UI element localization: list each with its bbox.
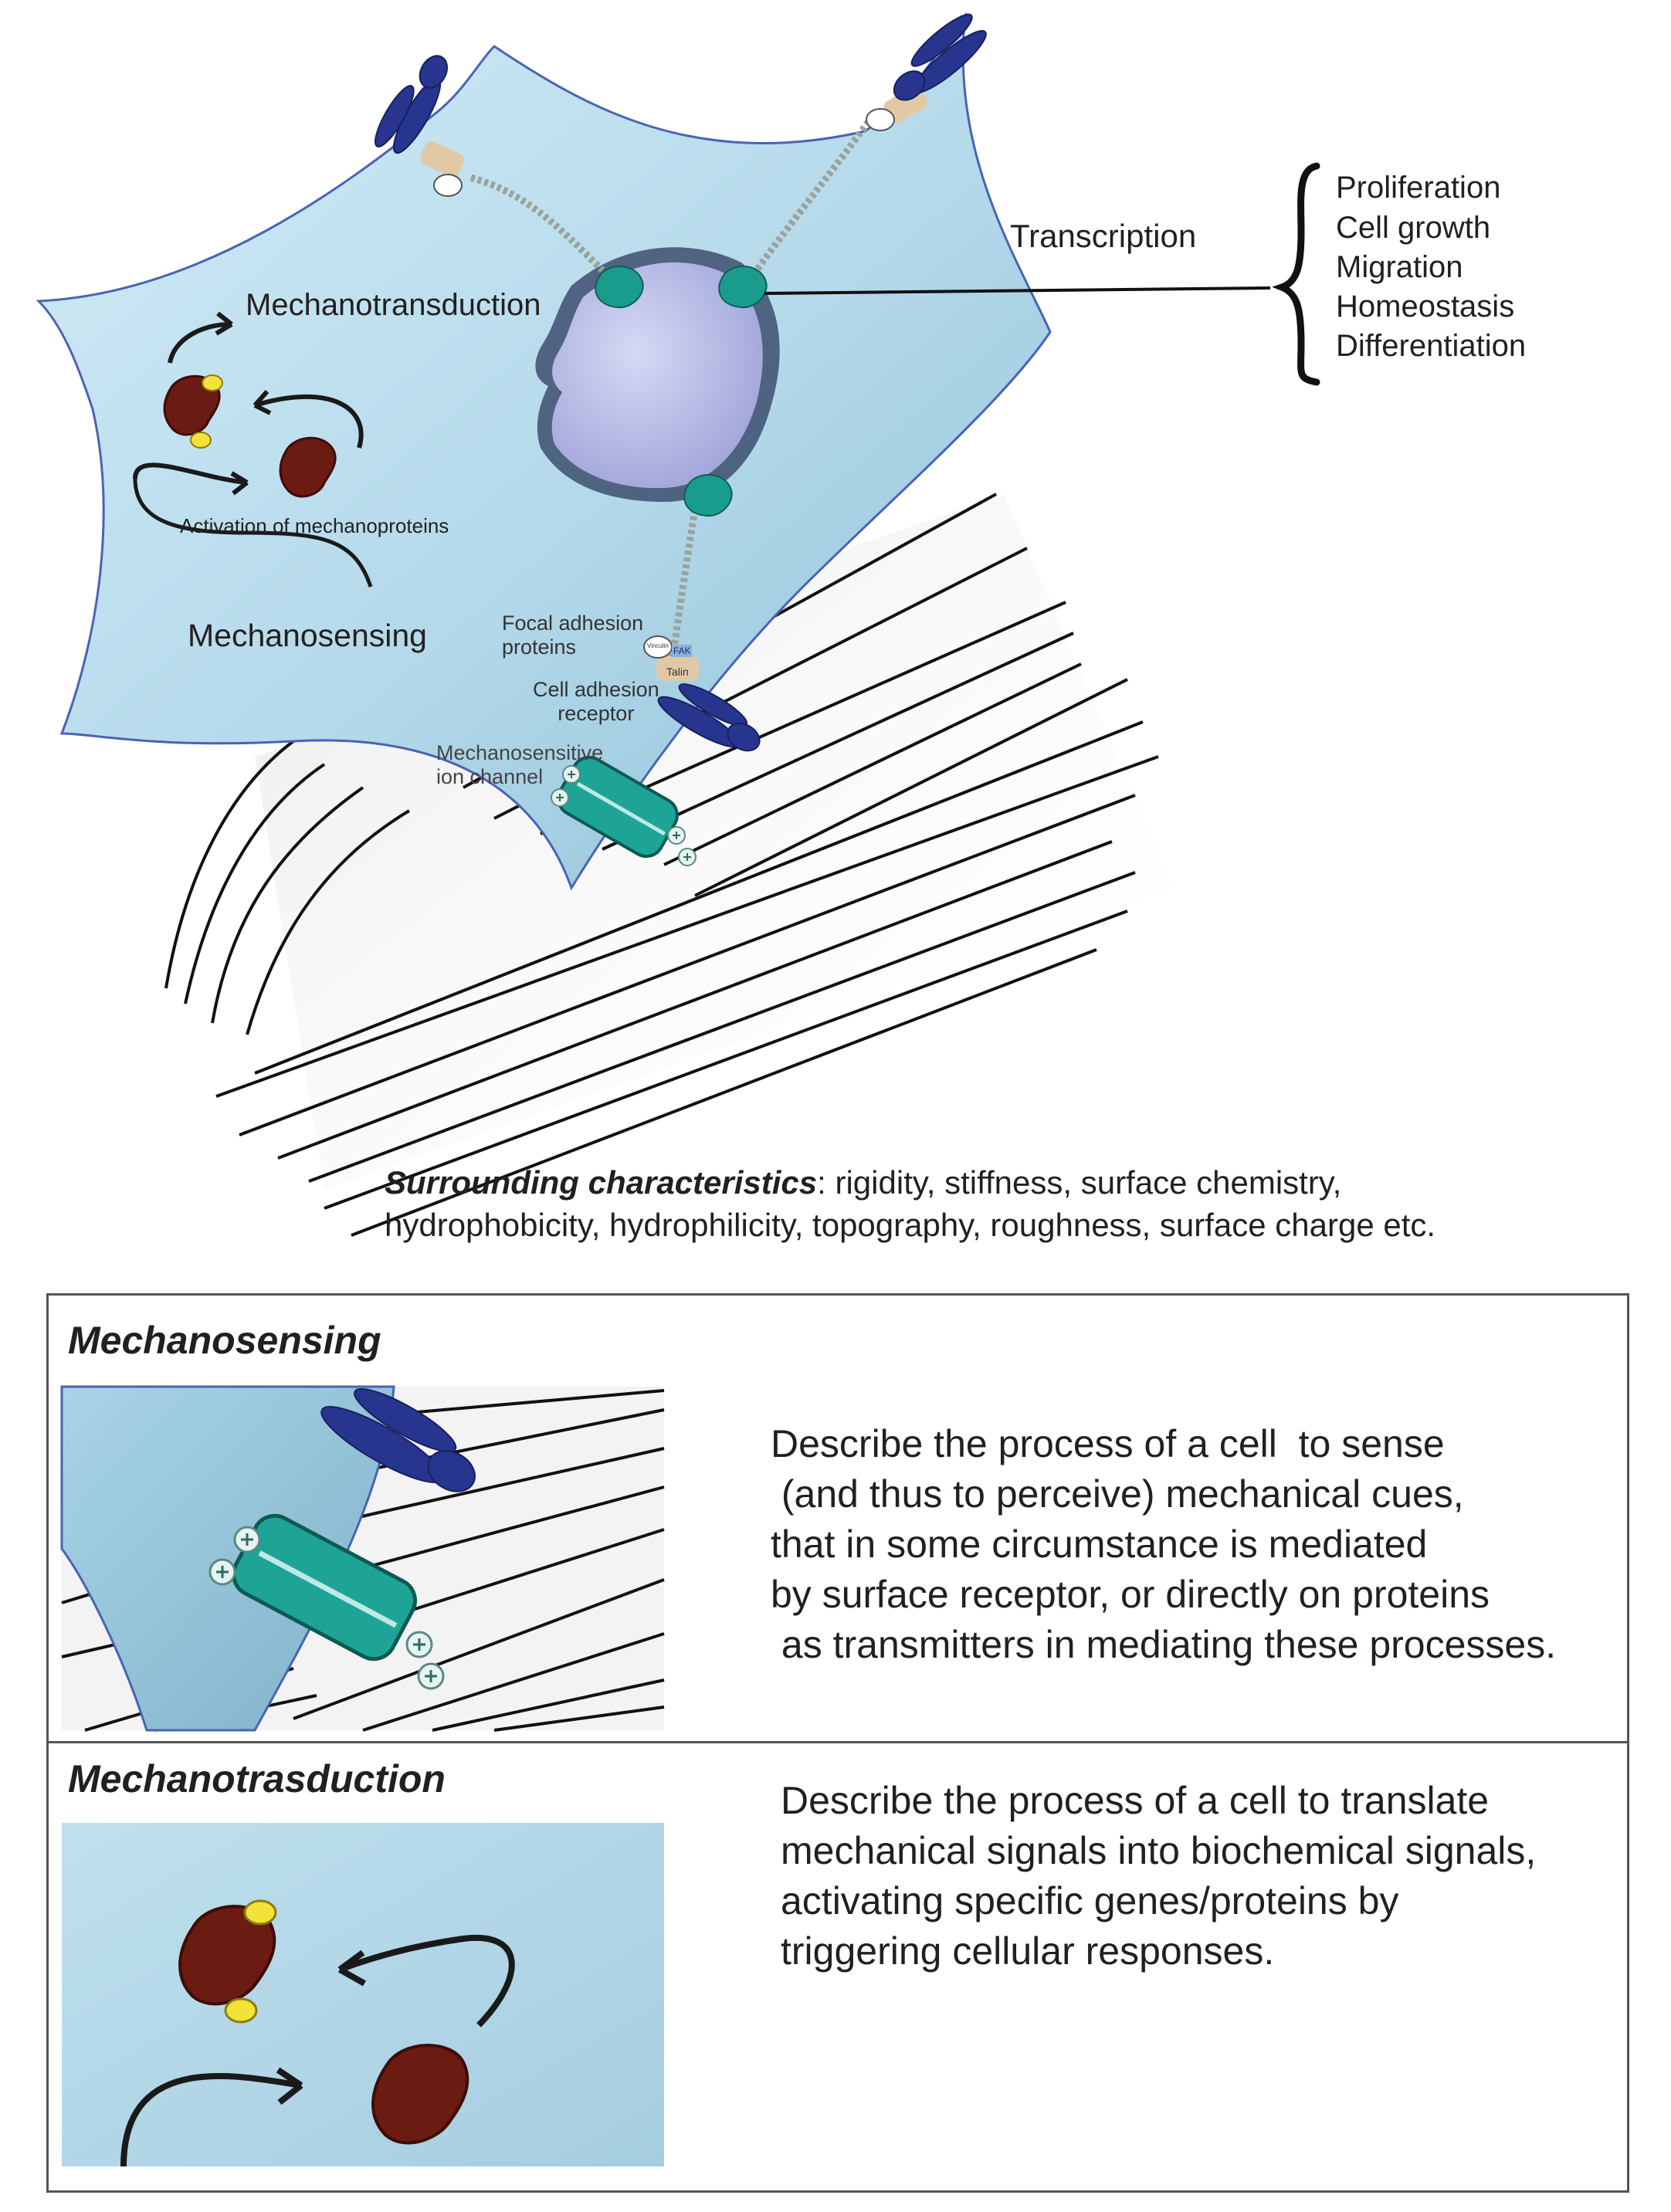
nuclear-linker-bottom: [683, 474, 733, 517]
label-activation-of-mechanoproteins: Activation of mechanoproteins: [180, 514, 449, 537]
label-mechanosensing: Mechanosensing: [188, 618, 427, 653]
response-item: Migration: [1336, 250, 1463, 284]
surrounding-characteristics: Surrounding characteristics: rigidity, s…: [385, 1164, 1341, 1201]
response-item: Proliferation: [1336, 171, 1501, 205]
panel-divider: [49, 1741, 1627, 1743]
mechanotransduction-title: Mechanotrasduction: [68, 1757, 446, 1800]
nuclear-linker-right: [718, 266, 768, 309]
label-focal-adhesion-line1: Focal adhesion: [502, 611, 644, 635]
response-brace: [1272, 162, 1320, 386]
label-transcription: Transcription: [1010, 218, 1197, 254]
response-item: Homeostasis: [1336, 290, 1515, 324]
talin-tag: Talin: [666, 666, 689, 678]
response-item: Differentiation: [1336, 329, 1527, 363]
inactive-mechanoprotein: [279, 436, 337, 498]
surrounding-line1: : rigidity, stiffness, surface chemistry…: [817, 1164, 1342, 1201]
activated-mechanoprotein: [163, 374, 221, 436]
transcription-connector: [764, 162, 1320, 386]
response-item: Cell growth: [1336, 211, 1491, 245]
mechanosensing-description: Describe the process of a cell to sense …: [771, 1422, 1557, 1666]
mechanosensing-title: Mechanosensing: [68, 1319, 381, 1362]
vinculin-tag: Vinculin: [647, 642, 669, 649]
mechanotransduction-image: [62, 1823, 664, 2167]
cell-adhesion-receptors: [375, 13, 987, 752]
label-ion-channel-line2: ion channel: [436, 765, 544, 789]
mechanoproteins-cycle: [133, 311, 373, 588]
mechanosensing-image: [60, 1385, 665, 1732]
cell-body: [36, 12, 1052, 891]
label-focal-adhesion-line2: proteins: [502, 635, 577, 659]
nuclear-linker-left: [595, 266, 644, 309]
surrounding-characteristics-line2: hydrophobicity, hydrophilicity, topograp…: [385, 1207, 1436, 1243]
ion-channel: [551, 755, 697, 866]
label-mechanosensitive-ion-channel: Mechanosensitive ion channel: [436, 741, 603, 789]
label-mechanotransduction: Mechanotransduction: [246, 288, 541, 322]
label-cell-adhesion-receptor: Cell adhesion receptor: [533, 678, 659, 726]
surrounding-title: Surrounding characteristics: [385, 1164, 818, 1201]
label-cell-adhesion-line1: Cell adhesion: [533, 678, 659, 701]
definitions-panel: Mechanosensing: [46, 1293, 1629, 2193]
mechanotransduction-description: Describe the process of a cell to transl…: [781, 1779, 1537, 1973]
mechanosensing-section: Mechanosensing: [49, 1296, 1627, 1739]
fak-tag: FAK: [673, 645, 691, 656]
label-cell-adhesion-line2: receptor: [558, 702, 635, 726]
cell-diagram: Mechanotransduction Activation of mechan…: [36, 12, 1527, 1243]
label-focal-adhesion: Focal adhesion proteins: [502, 611, 643, 659]
mechanotransduction-section: Mechanotrasduction D: [49, 1743, 1627, 2191]
label-ion-channel-line1: Mechanosensitive: [436, 741, 604, 764]
